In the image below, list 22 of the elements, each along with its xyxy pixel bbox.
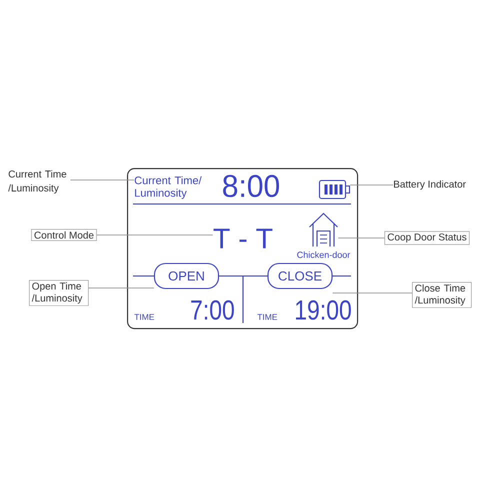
digital-readout: 19:00 <box>296 300 351 320</box>
callout-box: Coop Door Status <box>384 231 470 245</box>
battery-icon <box>318 180 350 200</box>
mode-readout: T - T <box>214 228 272 248</box>
leader-line <box>350 184 394 186</box>
callout-box: Control Mode <box>31 229 97 241</box>
callout-box: Open Time /Luminosity <box>29 280 89 306</box>
display-text: Current Time/ Luminosity <box>134 176 202 199</box>
field-label: TIME <box>134 314 154 320</box>
rounded-label: OPEN <box>154 262 220 290</box>
callout-box: Close Time /Luminosity <box>412 282 472 308</box>
callout-label: Battery Indicator <box>394 180 466 190</box>
house-icon <box>309 212 338 246</box>
leader-line <box>332 292 412 294</box>
rounded-label: CLOSE <box>267 262 333 290</box>
leader-line <box>96 234 214 236</box>
display-frame <box>127 168 358 330</box>
digital-readout: 7:00 <box>191 300 234 320</box>
callout-label: Current Time /Luminosity <box>8 170 66 194</box>
icon-caption: Chicken-door <box>297 251 350 258</box>
field-label: TIME <box>257 314 278 320</box>
digital-readout: 8:00 <box>223 174 280 198</box>
